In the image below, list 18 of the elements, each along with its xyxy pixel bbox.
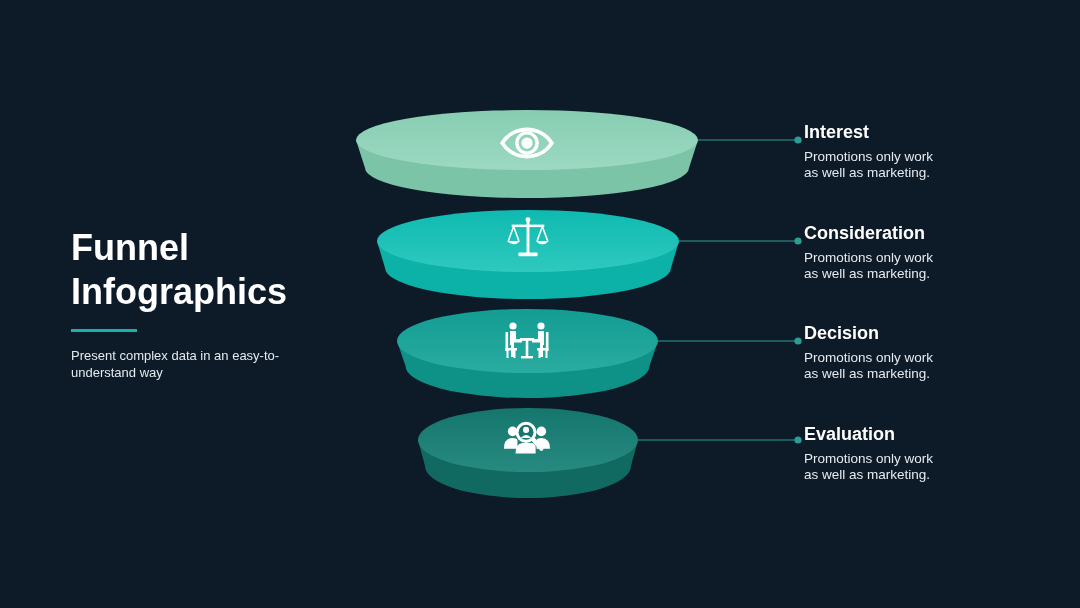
leader-line [678,237,802,245]
subtitle: Present complex data in an easy-to-understand way [71,347,281,381]
stage-description: Promotions only work as well as marketing. [804,350,935,382]
funnel-disc [356,110,698,198]
funnel-disc [397,309,658,398]
stage-title: Decision [804,323,880,344]
stage-description: Promotions only work as well as marketing. [804,250,935,282]
stage-description: Promotions only work as well as marketing. [804,149,935,181]
stage-title: Evaluation [804,424,896,445]
funnel-disc [377,210,679,299]
stage-description: Promotions only work as well as marketing. [804,451,935,483]
leader-line [637,436,802,444]
funnel-disc [418,408,638,498]
stage-title: Interest [804,122,870,143]
leader-line [657,337,802,345]
leader-line [697,136,802,144]
stage-title: Consideration [804,223,925,244]
title: Funnel Infographics [71,226,289,314]
